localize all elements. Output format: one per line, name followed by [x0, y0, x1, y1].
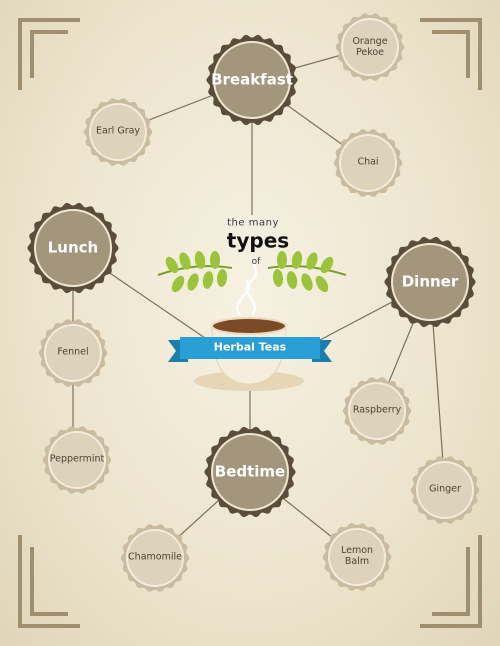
- meal-lunch: Lunch: [47, 238, 99, 257]
- orange-pekoe-badge-fill: [343, 20, 397, 74]
- frame-bottom-right: [420, 535, 482, 628]
- frame-top-right-inner: [432, 30, 470, 78]
- tea-peppermint: Peppermint: [49, 453, 105, 465]
- dinner-badge-fill: [393, 245, 467, 319]
- chai-badge: [333, 129, 403, 197]
- right-leaves: [272, 251, 334, 293]
- earl-gray-badge-fill: [91, 105, 145, 159]
- tea-orange-pekoe: Orange Pekoe: [352, 36, 388, 58]
- frame-bottom-right-inner: [432, 547, 470, 616]
- bedtime-badge-fill: [213, 435, 287, 509]
- left-branch-stem: [157, 265, 233, 276]
- badges: [27, 13, 480, 592]
- bedtime-badge: [204, 426, 296, 518]
- meal-breakfast: Breakfast: [211, 70, 293, 89]
- peppermint-badge-fill: [50, 433, 104, 487]
- raspberry-badge-fill: [350, 384, 404, 438]
- title-line2: types: [226, 228, 290, 253]
- tea-earl-gray: Earl Gray: [95, 125, 141, 137]
- raspberry-badge: [342, 377, 412, 445]
- right-branch-stem: [267, 265, 347, 276]
- chai-badge-fill: [341, 136, 395, 190]
- ribbon-body: [180, 337, 320, 359]
- tea-chai: Chai: [357, 156, 379, 168]
- dinner-badge: [384, 236, 476, 328]
- tea-ginger: Ginger: [429, 483, 461, 495]
- peppermint-badge: [42, 426, 112, 494]
- meal-dinner: Dinner: [401, 272, 459, 291]
- lunch-badge: [27, 202, 119, 294]
- lunch-badge-fill: [36, 211, 110, 285]
- lemon-balm-badge: [322, 523, 392, 591]
- ribbon-label: Herbal Teas: [213, 340, 287, 354]
- breakfast-badge: [206, 34, 298, 126]
- tea-chamomile: Chamomile: [128, 551, 182, 563]
- tea-lemon-balm: Lemon Balm: [340, 545, 374, 567]
- title-card: [226, 217, 280, 229]
- ribbon-banner: [168, 337, 332, 362]
- title-line1: the many: [227, 217, 279, 229]
- chamomile-badge: [120, 524, 190, 592]
- frame-bottom-left-inner: [30, 547, 68, 616]
- breakfast-badge-fill: [215, 43, 289, 117]
- frame-top-right: [420, 18, 482, 90]
- tea-raspberry: Raspberry: [352, 404, 402, 416]
- title-line3: of: [251, 256, 261, 267]
- ginger-badge-fill: [418, 463, 472, 517]
- tea-surface: [211, 317, 287, 335]
- frame-top-left: [18, 18, 80, 90]
- orange-pekoe-badge: [335, 13, 405, 81]
- fennel-badge-fill: [46, 326, 100, 380]
- left-leaves: [165, 251, 228, 293]
- frame-top-left-inner: [30, 30, 68, 78]
- steam: [236, 260, 258, 316]
- chamomile-badge-fill: [128, 531, 182, 585]
- frame-bottom-left: [18, 535, 80, 628]
- meal-bedtime: Bedtime: [214, 462, 286, 481]
- leaf-branches: [157, 251, 347, 293]
- ginger-badge: [410, 456, 480, 524]
- lemon-balm-badge-fill: [330, 530, 384, 584]
- tea-fennel: Fennel: [57, 346, 89, 358]
- earl-gray-badge: [83, 98, 153, 166]
- fennel-badge: [38, 319, 108, 387]
- corner-frames: [18, 18, 482, 628]
